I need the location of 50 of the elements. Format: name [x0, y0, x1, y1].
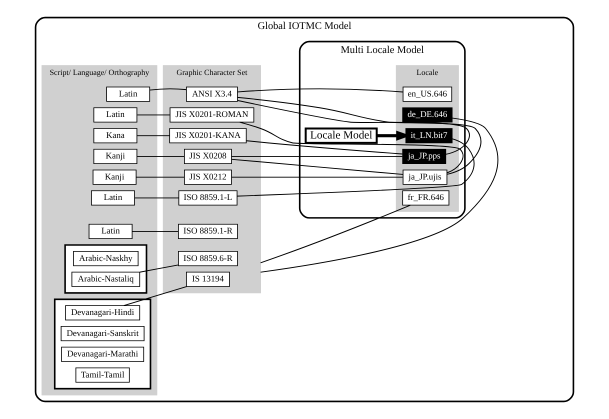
cluster	[54, 298, 152, 390]
connector	[239, 122, 464, 174]
connector	[136, 135, 170, 136]
node-box: JIS X0201-KANA	[169, 128, 247, 144]
node-box: Devanagari-Marathi	[61, 346, 144, 362]
node-box: Locale Model	[304, 128, 378, 144]
connector	[139, 264, 179, 273]
node-box: Devanagari-Hindi	[65, 305, 140, 320]
node-box: Devanagari-Sanskrit	[60, 326, 144, 342]
connector	[231, 176, 404, 178]
node-box: JIS X0201-ROMAN	[170, 107, 254, 123]
node-box: ISO 8859.1-R	[178, 224, 238, 240]
node-box: Kanji	[92, 170, 137, 185]
node-box: Latin	[91, 190, 135, 206]
connector	[246, 140, 403, 154]
node-box: Arabic-Nastaliq	[71, 272, 140, 287]
connector	[149, 88, 187, 91]
node-box: Tamil-Tamil	[75, 368, 130, 383]
node-box: de_DE.646	[402, 107, 453, 123]
node-box: en_US.646	[402, 86, 452, 102]
node-box: Kana	[93, 128, 138, 144]
node-box: JIS X0208	[184, 148, 232, 164]
node-box: Latin	[93, 107, 138, 123]
connector	[237, 88, 404, 92]
node-box: ja_JP.pps	[402, 148, 446, 164]
node-box: Kanji	[93, 148, 138, 164]
node-box: ISO 8859.6-R	[178, 251, 238, 266]
node-box: fr_FR.646	[402, 190, 450, 206]
node-box: IS 13194	[186, 272, 230, 287]
node-box: Arabic-Naskhy	[73, 251, 139, 266]
connector	[136, 156, 185, 157]
connector	[231, 156, 403, 157]
cluster	[64, 244, 148, 294]
connector	[231, 158, 404, 175]
node-box: ja_JP.ujis	[402, 170, 448, 185]
connector	[132, 230, 179, 232]
node-box: Latin	[88, 224, 133, 240]
connector	[260, 118, 498, 273]
connector	[136, 176, 185, 178]
node-box: ANSI X3.4	[186, 86, 238, 102]
connector	[236, 138, 475, 197]
connector	[237, 100, 470, 155]
connector	[260, 204, 411, 264]
node-box: ISO 8859.1-L	[178, 190, 238, 206]
connector	[136, 114, 170, 116]
connector	[237, 96, 482, 175]
connector	[134, 197, 180, 198]
node-box: Latin	[106, 86, 150, 102]
node-box: it_LN.bit7	[405, 128, 453, 144]
node-box: JIS X0212	[184, 170, 232, 185]
